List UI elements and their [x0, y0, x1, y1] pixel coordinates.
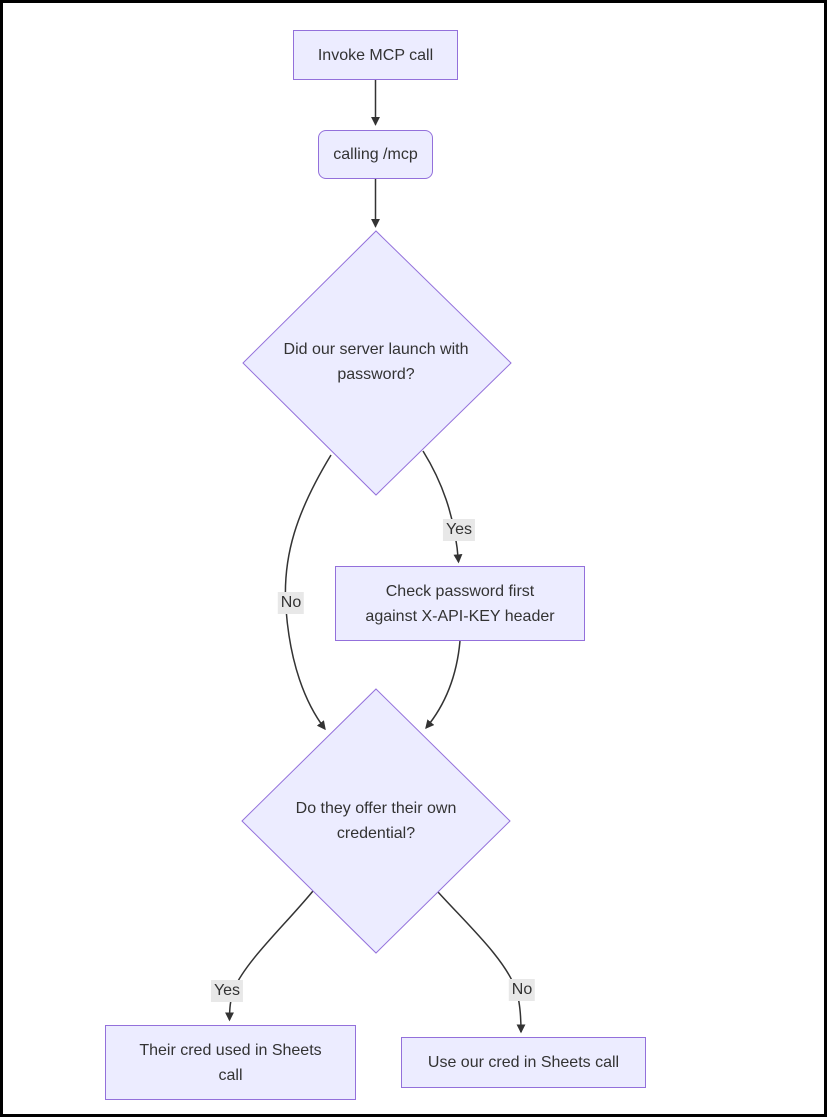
node-calling-mcp: calling /mcp	[318, 130, 433, 179]
edge-check-password-to-credential-decision	[425, 640, 461, 730]
edge-label-launch-yes: Yes	[442, 519, 476, 541]
node-their-cred-sheets-label: Their cred used in Sheets call	[139, 1041, 322, 1084]
edge-label-credential-yes: Yes	[210, 980, 244, 1002]
edge-credential-no-to-our-cred	[437, 891, 526, 1034]
decision-server-launch-password-shape	[242, 230, 512, 496]
node-invoke-mcp-call: Invoke MCP call	[293, 30, 458, 80]
node-our-cred-sheets-label: Use our cred in Sheets call	[427, 1054, 620, 1071]
node-check-password-header: Check password first against X-API-KEY h…	[335, 566, 585, 641]
node-invoke-mcp-call-label: Invoke MCP call	[317, 46, 434, 64]
node-our-cred-sheets: Use our cred in Sheets call	[401, 1037, 646, 1088]
flowchart-edge-layer	[225, 80, 526, 1034]
edge-launch-yes-to-check-password	[422, 450, 463, 564]
decision-own-credential-label: Do they offer their own credential?	[295, 800, 457, 842]
edge-label-launch-no: No	[277, 592, 305, 614]
decision-own-credential-shape	[241, 688, 511, 954]
decision-server-launch-password-label: Did our server launch with password?	[283, 341, 469, 383]
edge-label-credential-no: No	[508, 979, 536, 1001]
node-check-password-header-label: Check password first against X-API-KEY h…	[365, 582, 555, 625]
node-their-cred-sheets: Their cred used in Sheets call	[105, 1025, 356, 1100]
node-calling-mcp-label: calling /mcp	[333, 146, 418, 163]
